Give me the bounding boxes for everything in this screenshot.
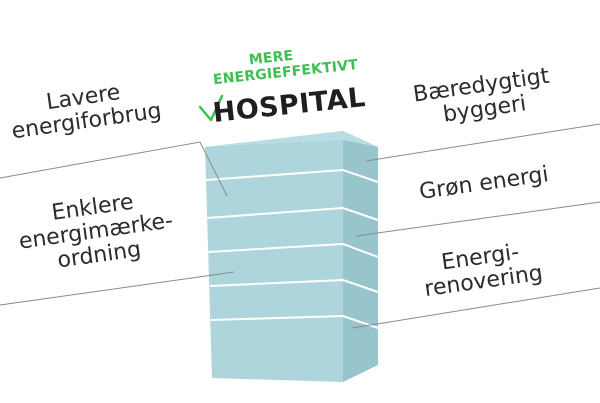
floor-line xyxy=(207,242,379,258)
floor-line xyxy=(210,314,379,329)
leader-line-enklere xyxy=(0,271,235,306)
building-side-face xyxy=(343,131,378,382)
floor-lines xyxy=(205,168,379,329)
building-front-face xyxy=(205,131,343,382)
check-mark-icon xyxy=(198,94,224,122)
floor-line xyxy=(206,206,379,221)
leader-line-lavere xyxy=(0,141,228,197)
leader-lines-left xyxy=(0,141,235,306)
leader-lines-right xyxy=(351,123,600,329)
leader-line-gron xyxy=(355,201,600,237)
leader-line-renovering xyxy=(351,287,600,329)
leader-line-baeredygtigt xyxy=(365,123,600,162)
building-roof xyxy=(205,131,378,147)
floor-line xyxy=(209,278,379,293)
floor-line xyxy=(205,168,379,183)
